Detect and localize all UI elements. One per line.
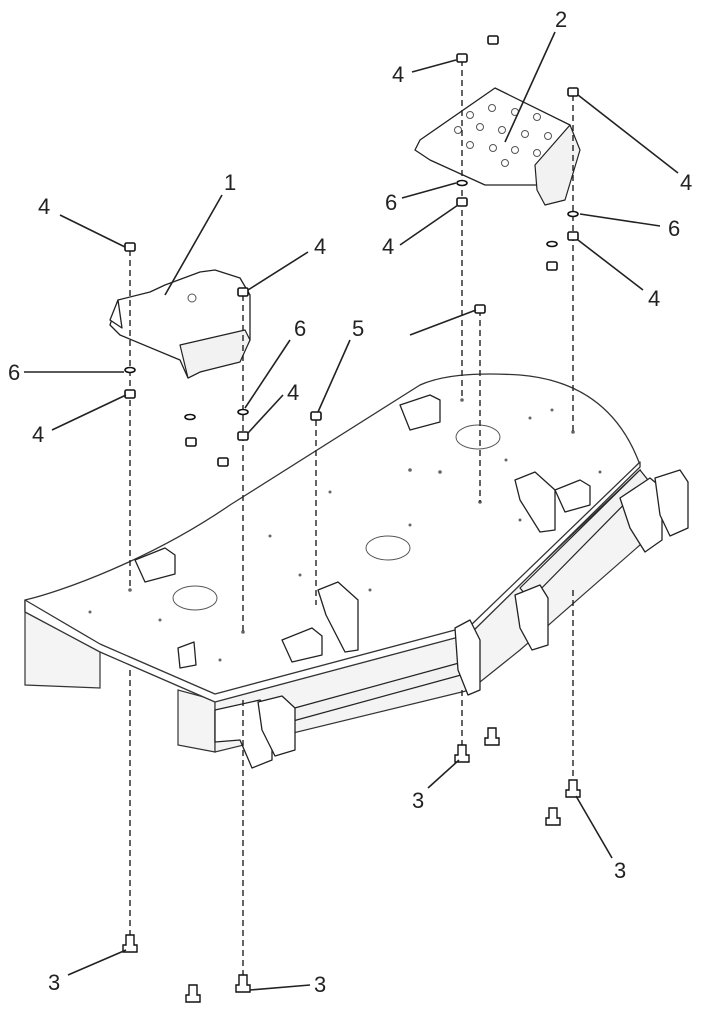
- deck-brackets: [134, 394, 591, 669]
- hardware: [122, 35, 581, 1003]
- callout-3-c: 3: [48, 970, 60, 995]
- deck-holes: [88, 398, 602, 662]
- callout-5: 5: [352, 316, 364, 341]
- callout-3-a: 3: [412, 788, 424, 813]
- callout-4-b: 4: [314, 234, 326, 259]
- callout-4-e: 4: [392, 62, 404, 87]
- callout-4-d: 4: [287, 380, 299, 405]
- carriage-bolt-5b: [474, 304, 486, 314]
- carriage-bolt-5: [310, 411, 322, 421]
- callout-6-c: 6: [385, 190, 397, 215]
- washer: [124, 179, 579, 421]
- callout-6-d: 6: [668, 216, 680, 241]
- callout-4-c: 4: [32, 422, 44, 447]
- callout-4-h: 4: [648, 286, 660, 311]
- callout-4-a: 4: [38, 194, 50, 219]
- callout-6-b: 6: [294, 316, 306, 341]
- callout-1: 1: [224, 170, 236, 195]
- callout-3-d: 3: [314, 972, 326, 997]
- callout-labels: 1 2 4 4 4 4 4 4 4 4 5 6 6 6 6 3 3 3 3: [8, 7, 692, 997]
- part-2-step-plate: [414, 87, 581, 206]
- mower-deck: [24, 373, 689, 769]
- hex-bolt: [122, 727, 581, 1003]
- part-1-shield: [109, 269, 251, 379]
- assembly-axes: [129, 60, 574, 975]
- callout-4-f: 4: [382, 234, 394, 259]
- callout-3-b: 3: [614, 858, 626, 883]
- callout-4-g: 4: [680, 170, 692, 195]
- lock-nut: [124, 35, 579, 467]
- callout-6-a: 6: [8, 360, 20, 385]
- leader-lines: [24, 31, 679, 991]
- callout-2: 2: [555, 7, 567, 32]
